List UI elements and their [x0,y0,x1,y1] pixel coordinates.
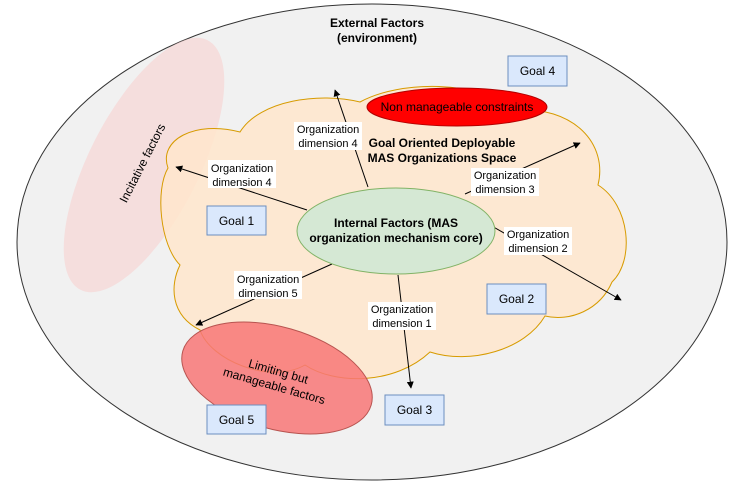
svg-text:Organization: Organization [507,229,569,241]
goal-1-box[interactable]: Goal 1 [206,205,267,236]
arrow-dimension-4-left [175,165,308,211]
dimension-4-left-label: Organization dimension 4 [208,160,276,189]
goal-5-label: Goal 5 [219,413,255,427]
svg-text:Organization: Organization [211,163,273,175]
arrow-dimension-1 [397,274,414,389]
dimension-1-label: Organization dimension 1 [368,302,436,330]
svg-text:Organization: Organization [237,274,299,286]
goal-2-label: Goal 2 [499,292,535,306]
svg-text:dimension 4: dimension 4 [298,138,357,150]
space-title-line2: MAS Organizations Space [368,151,517,165]
goal-3-box[interactable]: Goal 3 [384,394,445,426]
goal-1-label: Goal 1 [219,214,255,228]
svg-text:dimension 2: dimension 2 [508,243,567,255]
non-manageable-constraints-ellipse[interactable] [366,87,548,127]
dimension-5-label: Organization dimension 5 [234,271,302,300]
svg-text:dimension 3: dimension 3 [475,184,534,196]
svg-text:dimension 4: dimension 4 [212,177,271,189]
external-factors-subtitle: (environment) [337,31,417,45]
svg-text:dimension 1: dimension 1 [372,318,431,330]
constraints-label: Non manageable constraints [381,100,534,114]
external-factors-title: External Factors [330,16,424,30]
goal-3-label: Goal 3 [397,403,433,417]
space-title-line1: Goal Oriented Deployable [369,136,516,150]
svg-text:dimension 5: dimension 5 [238,288,297,300]
goal-5-box[interactable]: Goal 5 [206,404,267,435]
svg-text:Organization: Organization [474,170,536,182]
dimension-2-label: Organization dimension 2 [504,227,572,255]
goal-4-label: Goal 4 [520,64,556,78]
incitative-factors-ellipse[interactable] [31,15,256,314]
svg-text:Organization: Organization [297,124,359,136]
dimension-3-label: Organization dimension 3 [471,168,539,196]
core-title-line1: Internal Factors (MAS [334,216,458,230]
core-title-line2: organization mechanism core) [309,231,482,245]
goal-2-box[interactable]: Goal 2 [486,283,547,315]
svg-text:Organization: Organization [371,304,433,316]
internal-factors-core[interactable] [296,187,496,275]
goal-4-box[interactable]: Goal 4 [507,55,568,87]
dimension-4-top-label: Organization dimension 4 [294,122,362,150]
